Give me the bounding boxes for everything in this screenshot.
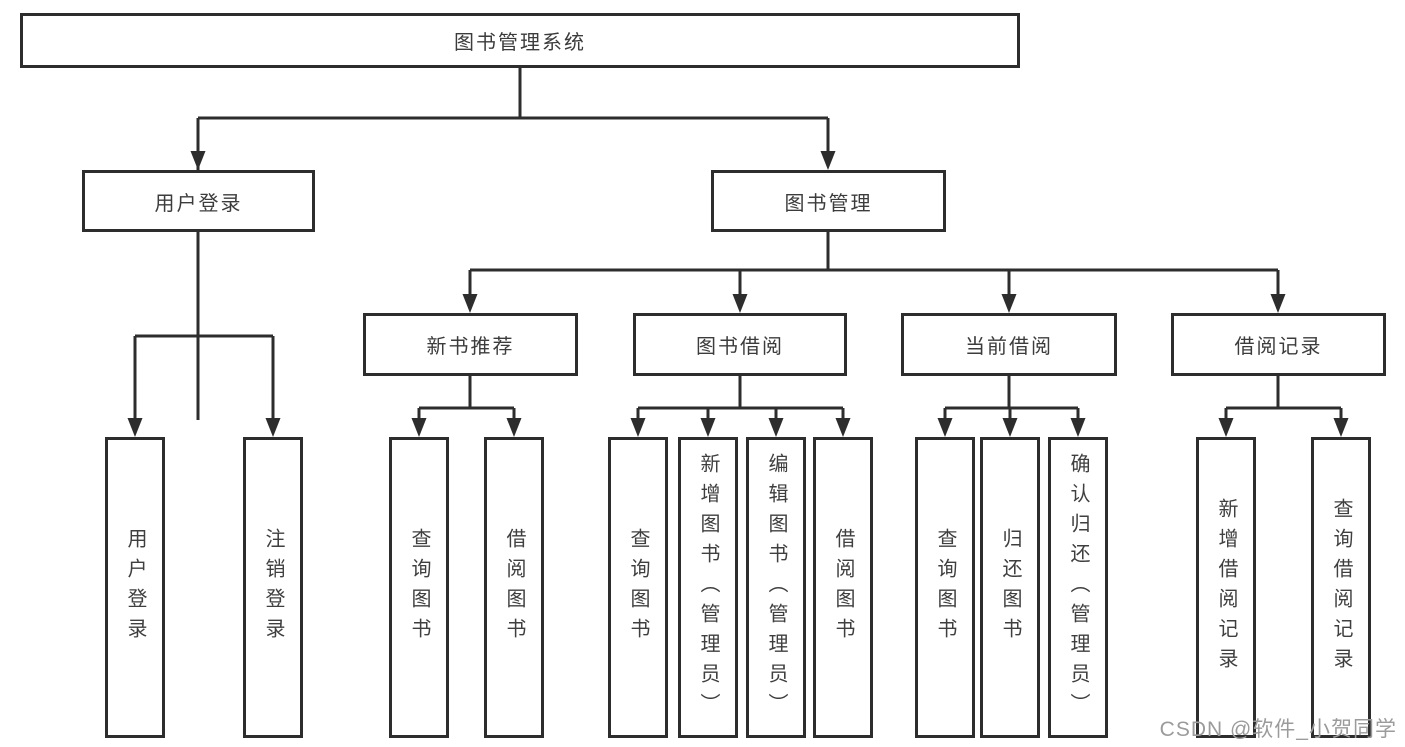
leaf-add-borrow-record: 新增借阅记录 <box>1196 437 1256 738</box>
leaf-confirm-return-admin: 确认归还（管理员） <box>1048 437 1108 738</box>
leaf-label: 查询图书 <box>934 527 956 648</box>
leaf-query-books-current: 查询图书 <box>915 437 975 738</box>
node-label: 当前借阅 <box>965 336 1053 358</box>
node-new-book-recommend: 新书推荐 <box>363 313 578 376</box>
leaf-borrow-books-recommend: 借阅图书 <box>484 437 544 738</box>
leaf-label: 确认归还（管理员） <box>1067 452 1089 723</box>
node-borrowing-records: 借阅记录 <box>1171 313 1386 376</box>
leaf-label: 新增图书（管理员） <box>697 452 719 723</box>
leaf-label: 借阅图书 <box>832 527 854 648</box>
leaf-user-login: 用户登录 <box>105 437 165 738</box>
leaf-edit-books-admin: 编辑图书（管理员） <box>746 437 806 738</box>
node-book-borrowing: 图书借阅 <box>633 313 847 376</box>
leaf-label: 用户登录 <box>124 527 146 648</box>
node-label: 图书借阅 <box>696 336 784 358</box>
node-label: 借阅记录 <box>1234 336 1323 358</box>
leaf-query-borrow-record: 查询借阅记录 <box>1311 437 1371 738</box>
leaf-borrow-books: 借阅图书 <box>813 437 873 738</box>
node-label: 新书推荐 <box>426 336 515 358</box>
leaf-label: 查询借阅记录 <box>1330 497 1352 678</box>
leaf-return-books: 归还图书 <box>980 437 1040 738</box>
leaf-label: 归还图书 <box>999 527 1021 648</box>
node-user-login: 用户登录 <box>82 170 315 232</box>
node-book-management: 图书管理 <box>711 170 946 232</box>
leaf-label: 查询图书 <box>408 527 430 648</box>
leaf-add-books-admin: 新增图书（管理员） <box>678 437 738 738</box>
node-current-borrowing: 当前借阅 <box>901 313 1117 376</box>
leaf-query-books-borrow: 查询图书 <box>608 437 668 738</box>
leaf-label: 借阅图书 <box>503 527 525 648</box>
csdn-watermark: CSDN @软件_小贺同学 <box>1159 718 1397 741</box>
leaf-label: 编辑图书（管理员） <box>765 452 787 723</box>
leaf-label: 注销登录 <box>262 527 284 648</box>
leaf-logout: 注销登录 <box>243 437 303 738</box>
leaf-query-books-recommend: 查询图书 <box>389 437 449 738</box>
node-label: 用户登录 <box>154 192 243 215</box>
node-label: 图书管理 <box>784 192 873 215</box>
node-library-management-system: 图书管理系统 <box>20 13 1020 68</box>
leaf-label: 查询图书 <box>627 527 649 648</box>
leaf-label: 新增借阅记录 <box>1215 497 1237 678</box>
node-label: 图书管理系统 <box>454 32 586 54</box>
